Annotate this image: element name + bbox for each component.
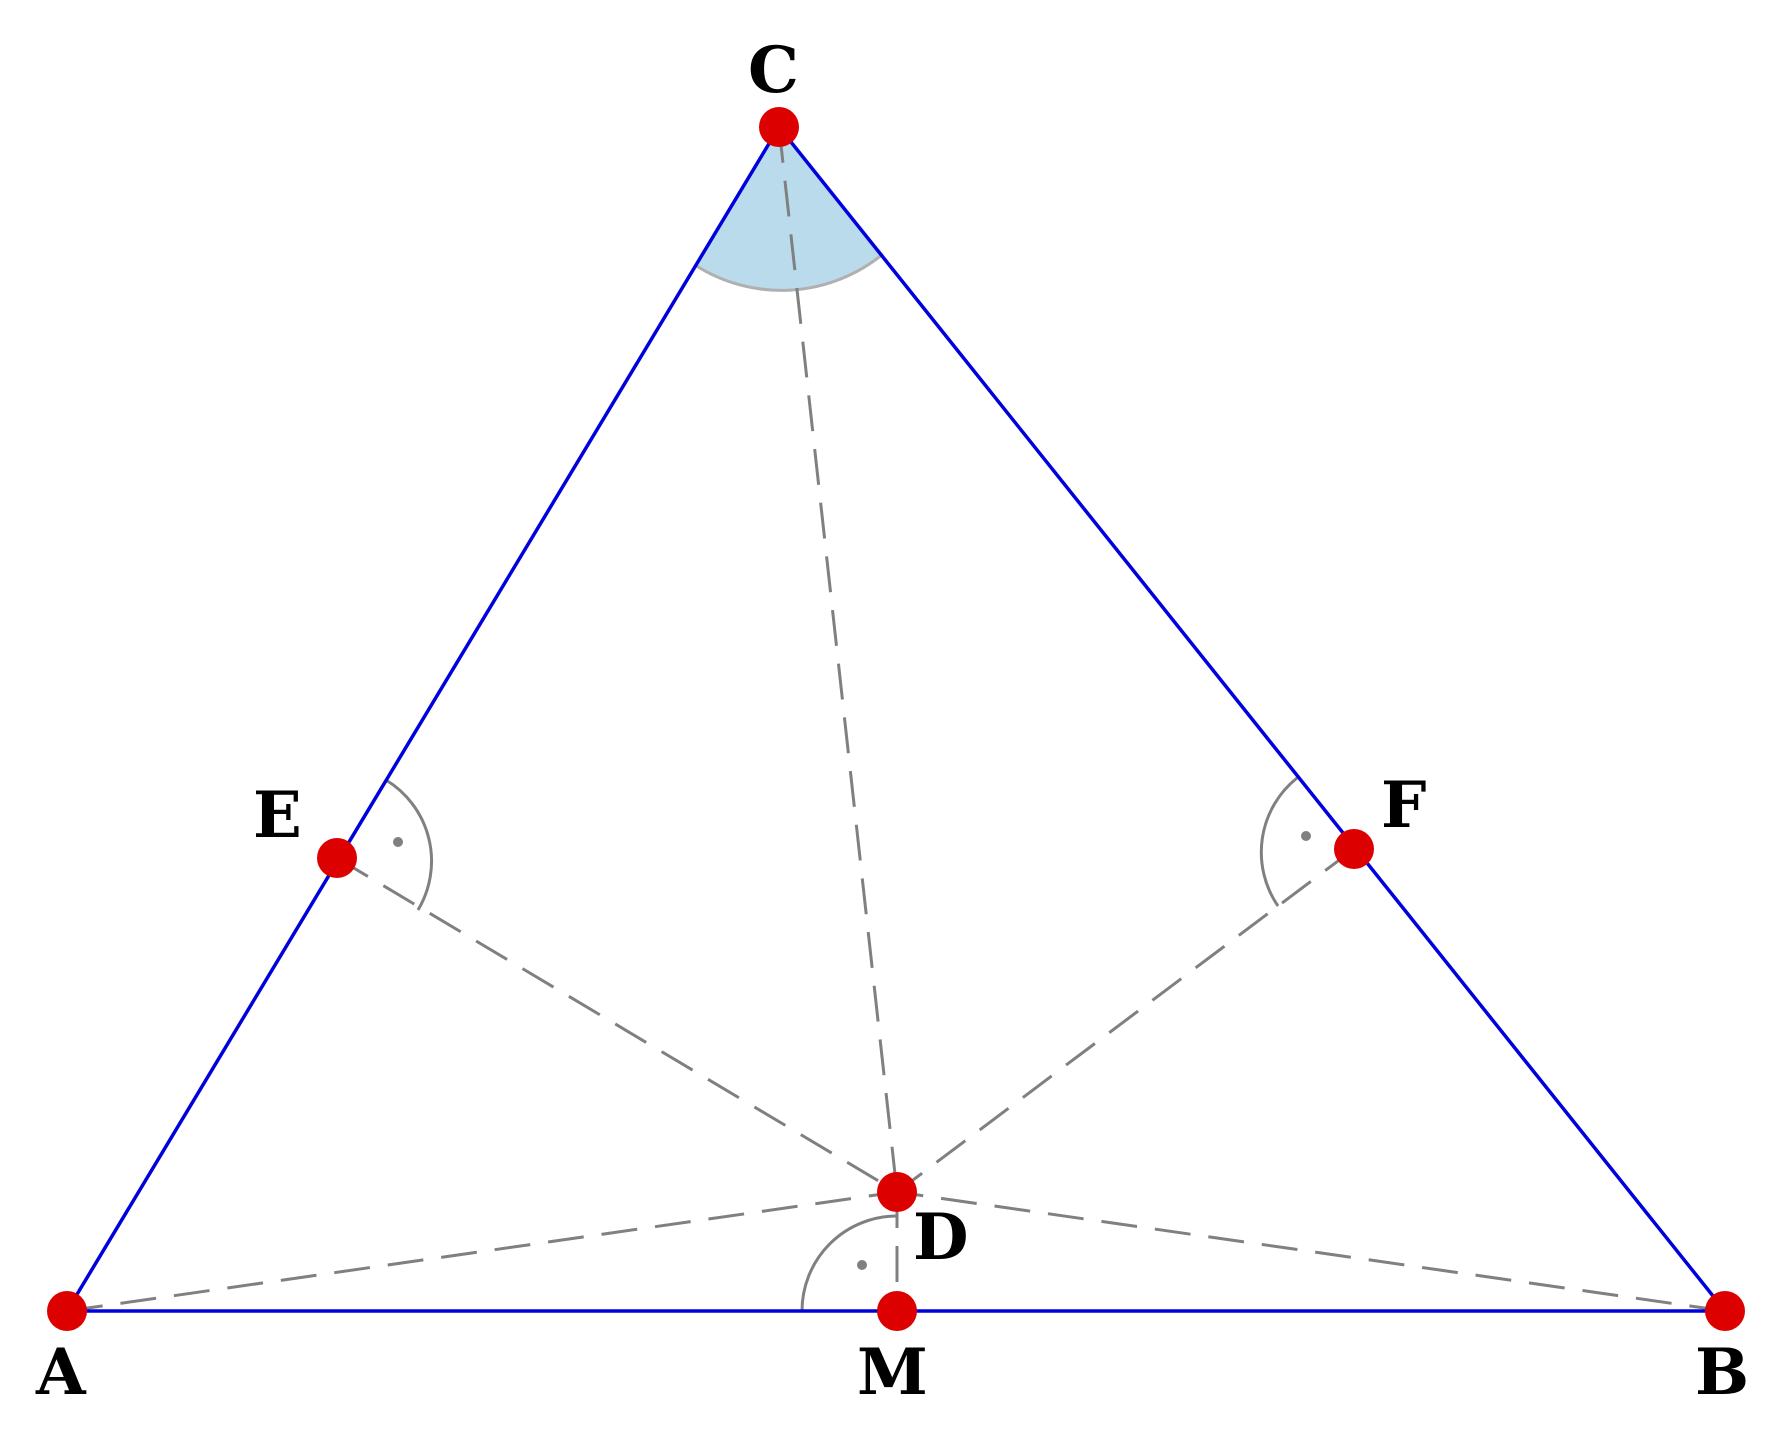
right-angle-m-arc bbox=[800, 1214, 898, 1312]
label-e: E bbox=[253, 778, 302, 853]
right-angle-dots bbox=[393, 831, 1311, 1270]
right-angle-e-dot bbox=[393, 837, 403, 847]
label-b: B bbox=[1695, 1335, 1749, 1410]
point-a[interactable] bbox=[47, 1291, 87, 1331]
side-bc bbox=[777, 125, 1727, 1313]
label-d: D bbox=[913, 1200, 969, 1275]
right-angle-m-dot bbox=[857, 1260, 867, 1270]
side-ac bbox=[65, 126, 781, 1312]
segment-fd bbox=[896, 847, 1355, 1194]
point-f[interactable] bbox=[1334, 829, 1374, 869]
point-c[interactable] bbox=[759, 107, 799, 147]
point-labels: A B C D E F M bbox=[35, 33, 1749, 1410]
segment-ad bbox=[66, 1190, 898, 1313]
right-angle-f-dot bbox=[1301, 831, 1311, 841]
label-c: C bbox=[748, 33, 799, 108]
segment-bd bbox=[896, 1190, 1726, 1313]
right-angle-e-arc bbox=[385, 778, 433, 911]
right-angle-markers bbox=[385, 776, 1298, 1312]
points bbox=[47, 107, 1745, 1331]
label-f: F bbox=[1381, 768, 1426, 843]
triangle-abc bbox=[65, 125, 1727, 1313]
segment-ed bbox=[336, 856, 898, 1194]
segment-cd bbox=[777, 126, 899, 1193]
point-d[interactable] bbox=[877, 1172, 917, 1212]
angle-c-arc bbox=[694, 252, 884, 292]
point-m[interactable] bbox=[877, 1291, 917, 1331]
label-a: A bbox=[35, 1335, 87, 1410]
label-m: M bbox=[857, 1335, 928, 1410]
helper-lines bbox=[66, 126, 1726, 1313]
right-angle-f-arc bbox=[1259, 776, 1298, 907]
point-b[interactable] bbox=[1705, 1291, 1745, 1331]
point-e[interactable] bbox=[317, 838, 357, 878]
